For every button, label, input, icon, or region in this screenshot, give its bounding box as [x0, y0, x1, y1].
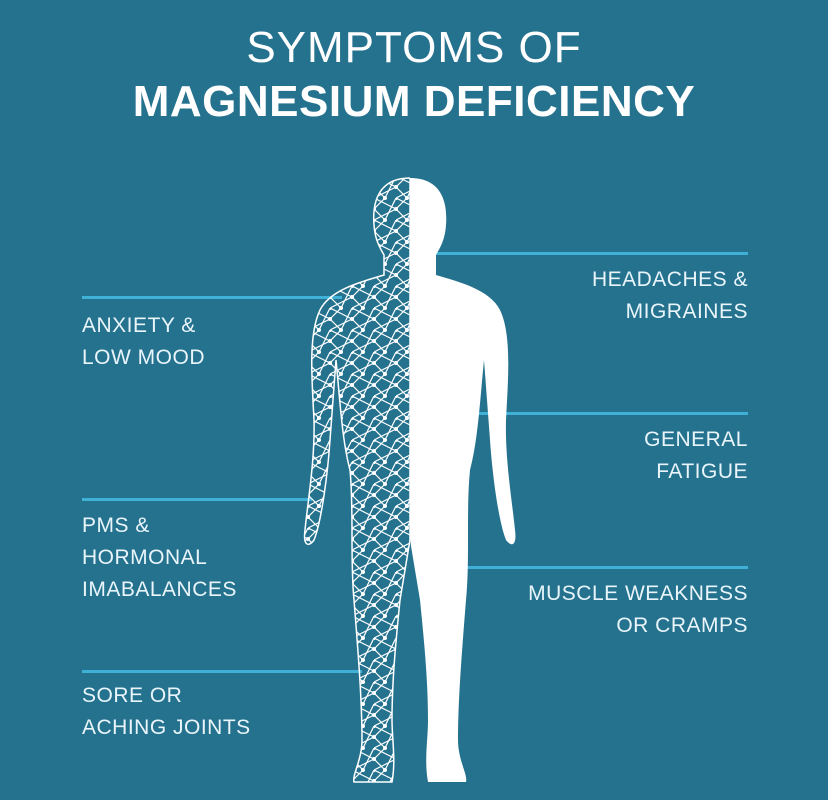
wireframe-mesh-body-icon: [303, 177, 410, 783]
symptom-pms: PMS & HORMONAL IMABALANCES: [82, 510, 237, 606]
title: SYMPTOMS OF MAGNESIUM DEFICIENCY: [0, 22, 828, 130]
symptom-fatigue-line-1: GENERAL: [644, 428, 748, 451]
solid-body-half: [410, 178, 516, 782]
symptom-pms-line-1: PMS &: [82, 514, 150, 537]
rule-fatigue: [462, 412, 748, 415]
rule-pms: [82, 498, 312, 501]
symptom-anxiety: ANXIETY & LOW MOOD: [82, 310, 205, 374]
symptom-fatigue-line-2: FATIGUE: [656, 460, 748, 483]
rule-joints: [82, 670, 362, 673]
symptom-muscle: MUSCLE WEAKNESS OR CRAMPS: [528, 578, 748, 642]
symptom-pms-line-2: HORMONAL: [82, 546, 208, 569]
rule-muscle: [458, 566, 748, 569]
symptom-fatigue: GENERAL FATIGUE: [644, 424, 748, 488]
symptom-joints-line-2: ACHING JOINTS: [82, 716, 251, 739]
symptom-anxiety-line-2: LOW MOOD: [82, 346, 205, 369]
symptom-anxiety-line-1: ANXIETY &: [82, 314, 196, 337]
symptom-pms-line-3: IMABALANCES: [82, 578, 237, 601]
title-line-2: MAGNESIUM DEFICIENCY: [132, 77, 696, 126]
symptom-headaches-line-1: HEADACHES &: [591, 268, 748, 291]
symptom-joints-line-1: SORE OR: [82, 684, 183, 707]
symptom-headaches-line-2: MIGRAINES: [625, 300, 748, 323]
title-line-1: SYMPTOMS OF: [246, 23, 582, 72]
symptom-muscle-line-2: OR CRAMPS: [616, 614, 748, 637]
rule-headaches: [432, 252, 748, 255]
symptom-joints: SORE OR ACHING JOINTS: [82, 680, 251, 744]
rule-anxiety: [82, 296, 342, 299]
symptom-muscle-line-1: MUSCLE WEAKNESS: [528, 582, 748, 605]
symptom-headaches: HEADACHES & MIGRAINES: [592, 264, 748, 328]
